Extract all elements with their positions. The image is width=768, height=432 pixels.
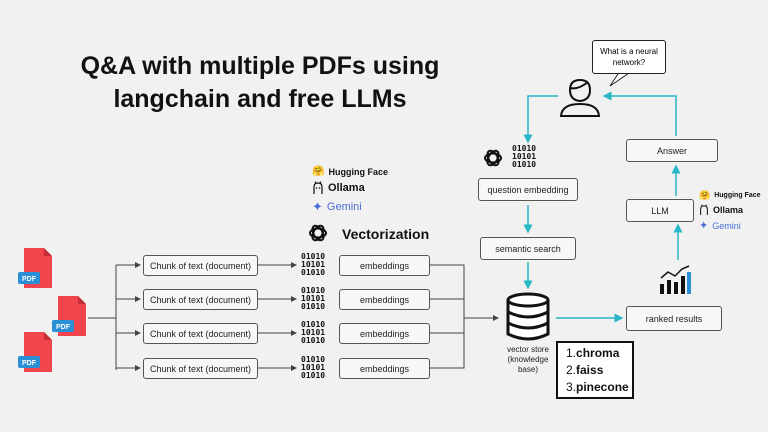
vectorization-label: Vectorization <box>342 226 430 242</box>
list-item: 2.faiss <box>566 363 604 377</box>
pdf-icon: PDF <box>18 248 52 288</box>
hugging-face-icon: 🤗 <box>699 190 711 200</box>
provider-gemini: ✦ Gemini <box>312 199 362 214</box>
vector-store-list: 1.chroma 2.faiss 3.pinecone <box>556 341 634 399</box>
chunk-box-3: Chunk of text (document) <box>143 323 258 344</box>
llm-box: LLM <box>626 199 694 222</box>
ollama-icon <box>313 181 323 194</box>
page-title: Q&A with multiple PDFs using langchain a… <box>70 50 450 116</box>
pdf-label: PDF <box>56 324 71 331</box>
database-icon <box>506 292 550 341</box>
title-line-1: Q&A with multiple PDFs using <box>80 52 440 80</box>
user-icon <box>559 78 601 117</box>
bar-chart-icon <box>660 265 691 294</box>
question-embedding-box: question embedding <box>478 178 578 201</box>
gemini-icon: ✦ <box>312 199 323 214</box>
provider-ollama: Ollama <box>312 181 365 195</box>
gemini-icon: ✦ <box>699 220 709 232</box>
openai-icon <box>309 224 327 242</box>
provider-hugging-face: 🤗 Hugging Face <box>699 190 761 200</box>
hugging-face-icon: 🤗 <box>312 166 325 177</box>
answer-box: Answer <box>626 139 718 162</box>
list-item: 3.pinecone <box>566 380 629 394</box>
provider-gemini: ✦ Gemini <box>699 220 741 232</box>
vector-store-caption: vector store (knowledge base) <box>507 345 549 374</box>
embeddings-box-2: embeddings <box>339 289 430 310</box>
embeddings-box-3: embeddings <box>339 323 430 344</box>
openai-icon <box>484 149 502 167</box>
pdf-icon: PDF <box>52 296 86 336</box>
provider-ollama: Ollama <box>699 204 743 216</box>
pdf-label: PDF <box>22 276 37 283</box>
chunk-box-4: Chunk of text (document) <box>143 358 258 379</box>
ranked-results-box: ranked results <box>626 306 722 331</box>
list-item: 1.chroma <box>566 346 620 360</box>
provider-hugging-face: 🤗 Hugging Face <box>312 166 388 177</box>
pdf-label: PDF <box>22 360 37 367</box>
embeddings-box-4: embeddings <box>339 358 430 379</box>
ollama-icon <box>700 204 708 215</box>
pdf-icon: PDF <box>18 332 52 372</box>
title-line-2: langchain and free LLMs <box>113 85 407 113</box>
chunk-box-2: Chunk of text (document) <box>143 289 258 310</box>
question-bubble: What is a neural network? <box>592 40 666 74</box>
embeddings-box-1: embeddings <box>339 255 430 276</box>
semantic-search-box: semantic search <box>480 237 576 260</box>
chunk-box-1: Chunk of text (document) <box>143 255 258 276</box>
